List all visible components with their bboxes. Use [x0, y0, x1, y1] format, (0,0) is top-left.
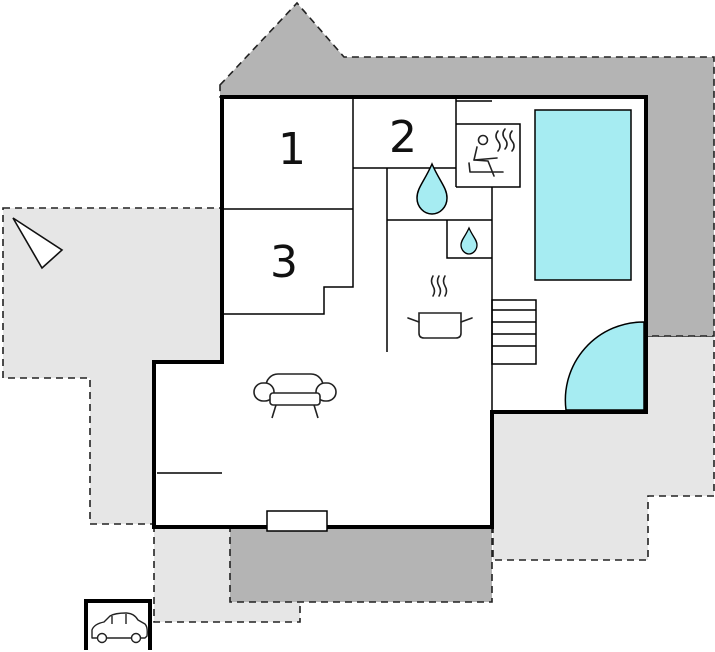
room-label-3: 3 [270, 237, 298, 288]
wall-room3-east [222, 209, 354, 315]
room-label-2: 2 [389, 112, 417, 163]
covered-area-north [219, 1, 715, 337]
water-drop-icon [416, 162, 448, 215]
sauna-icon [468, 128, 515, 177]
cooking-pot-icon [407, 275, 473, 339]
wall-shower [446, 220, 492, 259]
hot-tub-icon [564, 321, 645, 411]
covered-area-south [229, 523, 493, 603]
pool-icon [534, 109, 632, 281]
car-icon [91, 612, 148, 644]
stairs-icon [491, 299, 537, 365]
room-label-1: 1 [278, 124, 306, 175]
outdoor-dark-areas [219, 1, 715, 603]
interior-walls [157, 97, 521, 474]
water-drop-icon-small [460, 226, 478, 255]
wall-sauna [456, 123, 521, 188]
north-arrow-icon [12, 217, 64, 270]
house-outline [152, 95, 648, 529]
sofa-icon [253, 373, 337, 419]
south-window [266, 510, 328, 532]
parking [84, 599, 152, 650]
